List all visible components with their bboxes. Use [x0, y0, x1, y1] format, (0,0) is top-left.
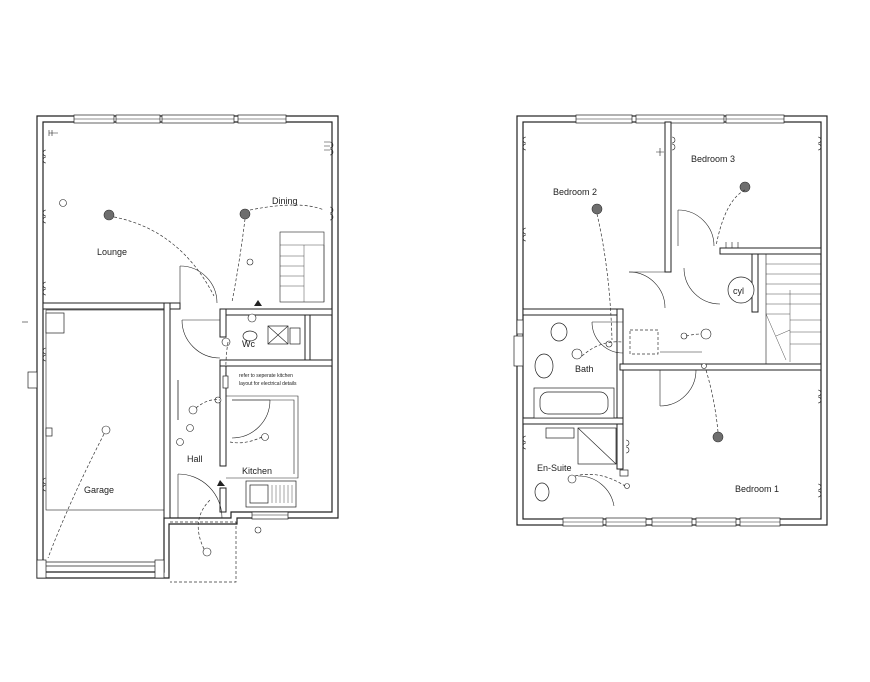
- ground-floor-outer-walls: [36, 114, 339, 579]
- cylinder-icon: [727, 276, 755, 304]
- first-floor-plan: Bedroom 2 Bedroom 3 cyl Bath En-Suite Be…: [513, 114, 828, 527]
- kitchen-note-line-2: layout for electrical details: [239, 381, 297, 387]
- first-floor-electrical: [516, 136, 822, 498]
- room-label-bedroom1: Bedroom 1: [735, 484, 779, 494]
- room-label-wc: Wc: [242, 339, 255, 349]
- bedroom3-light-icon: [739, 181, 751, 193]
- room-label-ensuite: En-Suite: [537, 463, 572, 473]
- lounge-light-icon: [103, 209, 115, 221]
- bedroom2-light-icon: [591, 203, 603, 215]
- first-floor-internal-walls: [522, 121, 822, 502]
- room-label-bedroom3: Bedroom 3: [691, 154, 735, 164]
- kitchen-note-line-1: refer to seperate kitchen: [239, 373, 293, 379]
- room-label-kitchen: Kitchen: [242, 466, 272, 476]
- ground-floor-electrical: [22, 130, 334, 583]
- room-label-dining: Dining: [272, 196, 298, 206]
- room-label-hall: Hall: [187, 454, 203, 464]
- room-label-garage: Garage: [84, 485, 114, 495]
- ground-floor-labels: Lounge Dining Wc Hall Kitchen Garage ref…: [84, 196, 298, 495]
- ground-floor-doors: [177, 265, 271, 519]
- bedroom1-light-icon: [712, 431, 724, 443]
- first-floor-labels: Bedroom 2 Bedroom 3 cyl Bath En-Suite Be…: [537, 154, 779, 494]
- room-label-lounge: Lounge: [97, 247, 127, 257]
- ground-floor-plan: Lounge Dining Wc Hall Kitchen Garage ref…: [22, 114, 339, 583]
- first-floor-doors: [577, 209, 721, 507]
- room-label-bedroom2: Bedroom 2: [553, 187, 597, 197]
- cylinder-label: cyl: [733, 286, 744, 296]
- dining-light-icon: [239, 208, 251, 220]
- room-label-bath: Bath: [575, 364, 594, 374]
